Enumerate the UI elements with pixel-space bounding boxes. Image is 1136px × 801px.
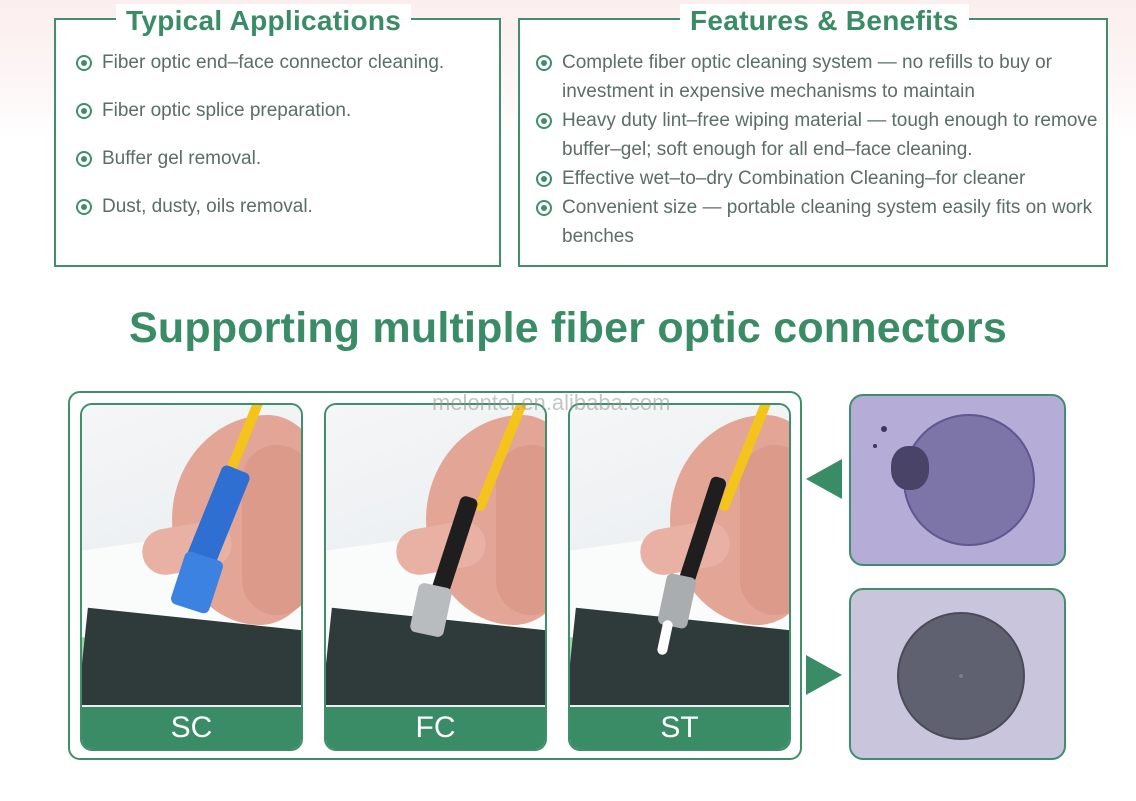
watermark: melontel.en.alibaba.com [432, 390, 671, 415]
list-item: Effective wet–to–dry Combination Cleanin… [536, 164, 1100, 193]
connectors-panel: SC FC ST [68, 391, 802, 760]
bullet-icon [76, 55, 92, 71]
connector-label-sc: SC [82, 707, 301, 749]
list-item-text: Fiber optic end–face connector cleaning. [102, 52, 445, 73]
list-item-text: Buffer gel removal. [102, 148, 262, 169]
bullet-icon [536, 171, 552, 187]
connector-photo-st [570, 405, 789, 705]
connector-card-fc: FC [324, 403, 547, 751]
bullet-icon [76, 151, 92, 167]
list-item-text: Heavy duty lint–free wiping material — t… [562, 110, 1098, 160]
list-item-text: Complete fiber optic cleaning system — n… [562, 52, 1052, 102]
bullet-icon [76, 199, 92, 215]
list-item-text: Convenient size — portable cleaning syst… [562, 197, 1093, 247]
dirty-endface-image [849, 394, 1066, 566]
list-item-text: Dust, dusty, oils removal. [102, 196, 313, 217]
bullet-icon [536, 200, 552, 216]
list-item: Dust, dusty, oils removal. [76, 192, 496, 221]
applications-list: Fiber optic end–face connector cleaning.… [76, 48, 496, 240]
features-title: Features & Benefits [680, 4, 969, 38]
arrow-left-icon [806, 459, 842, 499]
list-item: Heavy duty lint–free wiping material — t… [536, 106, 1100, 164]
connector-card-sc: SC [80, 403, 303, 751]
applications-title: Typical Applications [116, 4, 412, 38]
list-item: Buffer gel removal. [76, 144, 496, 173]
arrow-right-icon [806, 655, 842, 695]
connector-photo-fc [326, 405, 545, 705]
features-panel: Features & Benefits Complete fiber optic… [518, 4, 1108, 267]
list-item: Complete fiber optic cleaning system — n… [536, 48, 1100, 106]
bullet-icon [536, 113, 552, 129]
connector-photo-sc [82, 405, 301, 705]
list-item-text: Effective wet–to–dry Combination Cleanin… [562, 168, 1026, 189]
connector-label-st: ST [570, 707, 789, 749]
list-item: Convenient size — portable cleaning syst… [536, 193, 1100, 251]
list-item-text: Fiber optic splice preparation. [102, 100, 352, 121]
list-item: Fiber optic splice preparation. [76, 96, 496, 125]
bullet-icon [536, 55, 552, 71]
connector-card-st: ST [568, 403, 791, 751]
bullet-icon [76, 103, 92, 119]
applications-panel: Typical Applications Fiber optic end–fac… [54, 4, 501, 267]
page-headline: Supporting multiple fiber optic connecto… [129, 304, 1007, 352]
connector-label-fc: FC [326, 707, 545, 749]
list-item: Fiber optic end–face connector cleaning. [76, 48, 496, 77]
clean-endface-image [849, 588, 1066, 760]
features-list: Complete fiber optic cleaning system — n… [536, 48, 1100, 251]
